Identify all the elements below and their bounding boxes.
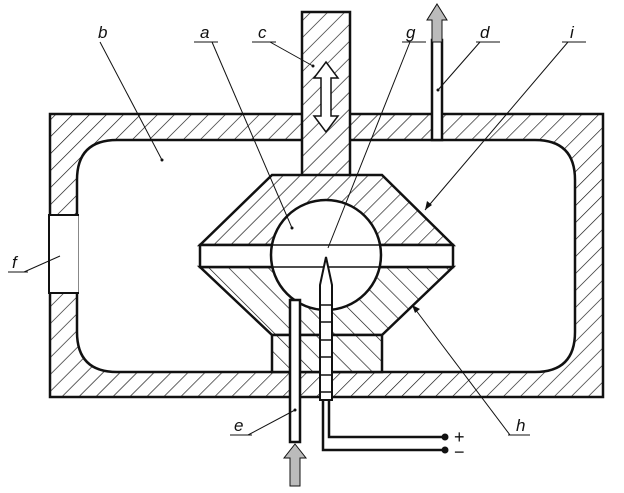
inlet-arrow-icon — [282, 443, 308, 487]
label-a: a — [200, 23, 209, 42]
label-g: g — [406, 23, 416, 42]
thermocouple-wires — [321, 400, 449, 454]
label-c: c — [258, 23, 267, 42]
label-e: e — [234, 416, 243, 435]
chamber-wall-b — [48, 112, 605, 399]
outlet-arrow-icon — [426, 3, 448, 43]
label-h: h — [516, 416, 525, 435]
terminal-plus — [441, 433, 449, 441]
thermocouple-g — [319, 256, 333, 401]
minus-sign: − — [454, 442, 465, 462]
label-f: f — [12, 253, 19, 272]
terminal-minus — [441, 446, 449, 454]
plus-sign: + — [454, 427, 465, 447]
label-d: d — [480, 23, 490, 42]
label-i: i — [570, 23, 575, 42]
double-arrow-icon — [312, 60, 340, 134]
label-b: b — [98, 23, 107, 42]
inlet-tube-e — [288, 298, 302, 444]
window-f — [48, 214, 79, 294]
leader-lines — [8, 41, 586, 436]
